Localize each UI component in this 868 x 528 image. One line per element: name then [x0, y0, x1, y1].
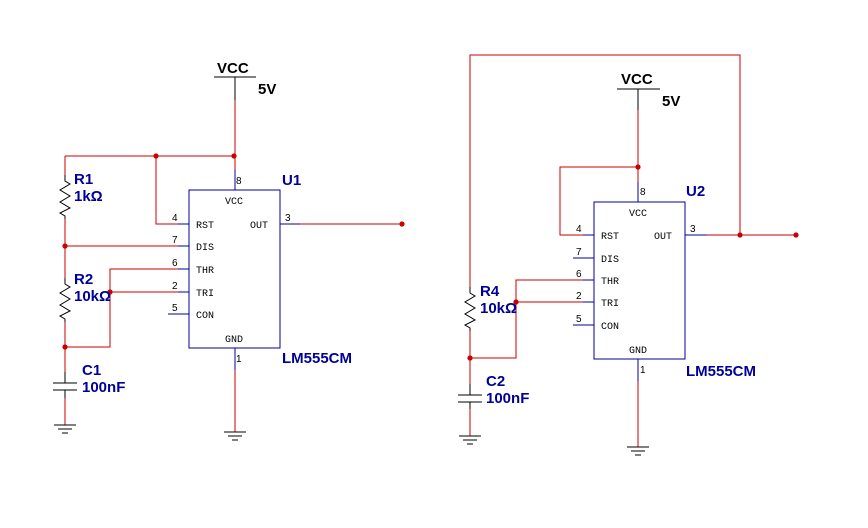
u2-part: LM555CM	[686, 363, 756, 380]
junction	[62, 344, 68, 350]
resistor-r4	[463, 287, 477, 331]
junction	[62, 243, 68, 249]
right-circuit: VCC 5V R4 10kΩ C2 100nF	[458, 54, 799, 456]
vcc-voltage-left: 5V	[258, 81, 276, 98]
wire-thr-left	[109, 268, 178, 292]
u1-pin-vcc: VCC	[225, 197, 243, 208]
u1-pinnum-1: 1	[236, 354, 242, 365]
c1-ref: C1	[82, 362, 101, 379]
left-circuit: VCC 5V R1 1kΩ R2 10kΩ	[53, 60, 405, 441]
u2-pinnum-4: 4	[576, 224, 582, 235]
wire-rst-right	[559, 166, 638, 236]
vcc-voltage-right: 5V	[662, 93, 680, 110]
u2-pinnum-2: 2	[576, 291, 582, 302]
r4-value: 10kΩ	[480, 300, 517, 317]
u2-pin-tri: TRI	[601, 299, 619, 310]
u2-pinnum-3: 3	[690, 224, 696, 235]
wire-cap-node-left	[65, 292, 111, 348]
junction	[231, 153, 237, 159]
c2-value: 100nF	[486, 390, 529, 407]
u1-pinnum-8: 8	[236, 176, 242, 187]
u2-pin-out: OUT	[654, 232, 672, 243]
wire-rst-left	[155, 156, 178, 225]
u2-pinnum-8: 8	[640, 187, 646, 198]
u1-pin-out: OUT	[250, 221, 268, 232]
u1-pinnum-7: 7	[172, 235, 178, 246]
wire-thr-right	[515, 279, 583, 302]
c1-value: 100nF	[82, 379, 125, 396]
u1-ref: U1	[282, 172, 301, 189]
u2-pin-vcc: VCC	[629, 209, 647, 220]
u2-pin-con: CON	[601, 322, 619, 333]
u2-ref: U2	[686, 183, 705, 200]
resistor-r2	[58, 278, 72, 322]
resistor-r1	[58, 175, 72, 219]
u1-pin-thr: THR	[196, 266, 214, 277]
junction	[467, 355, 473, 361]
u2-pin-thr: THR	[601, 277, 619, 288]
u1-pinnum-2: 2	[172, 281, 178, 292]
u2-pin-gnd: GND	[629, 346, 647, 357]
chip-u2-body	[593, 201, 686, 360]
u2-pinnum-6: 6	[576, 269, 582, 280]
r1-ref: R1	[74, 171, 93, 188]
junction	[107, 289, 113, 295]
r4-ref: R4	[480, 283, 500, 300]
u2-pinnum-5: 5	[576, 314, 582, 325]
u1-pin-gnd: GND	[225, 335, 243, 346]
junction	[635, 164, 641, 170]
u2-pin-dis: DIS	[601, 255, 619, 266]
vcc-label-left: VCC	[217, 60, 249, 77]
r2-value: 10kΩ	[74, 288, 111, 305]
junction	[737, 232, 743, 238]
r1-value: 1kΩ	[74, 188, 103, 205]
vcc-label-right: VCC	[621, 71, 653, 88]
u1-pin-dis: DIS	[196, 243, 214, 254]
u1-pinnum-3: 3	[285, 213, 291, 224]
u1-pin-tri: TRI	[196, 289, 214, 300]
output-terminal-left	[399, 221, 405, 227]
u2-pin-rst: RST	[601, 232, 619, 243]
wire-feedback-loop	[469, 54, 741, 287]
wire-cap-node-right	[470, 302, 517, 359]
junction	[153, 153, 159, 159]
u2-pinnum-7: 7	[576, 247, 582, 258]
u1-pinnum-6: 6	[172, 258, 178, 269]
u2-pinnum-1: 1	[640, 365, 646, 376]
c2-ref: C2	[486, 373, 505, 390]
junction	[513, 299, 519, 305]
u1-part: LM555CM	[282, 350, 352, 367]
u1-pinnum-4: 4	[172, 213, 178, 224]
u1-pin-rst: RST	[196, 221, 214, 232]
r2-ref: R2	[74, 271, 93, 288]
output-terminal-right	[793, 232, 799, 238]
u1-pinnum-5: 5	[172, 303, 178, 314]
u1-pin-con: CON	[196, 311, 214, 322]
